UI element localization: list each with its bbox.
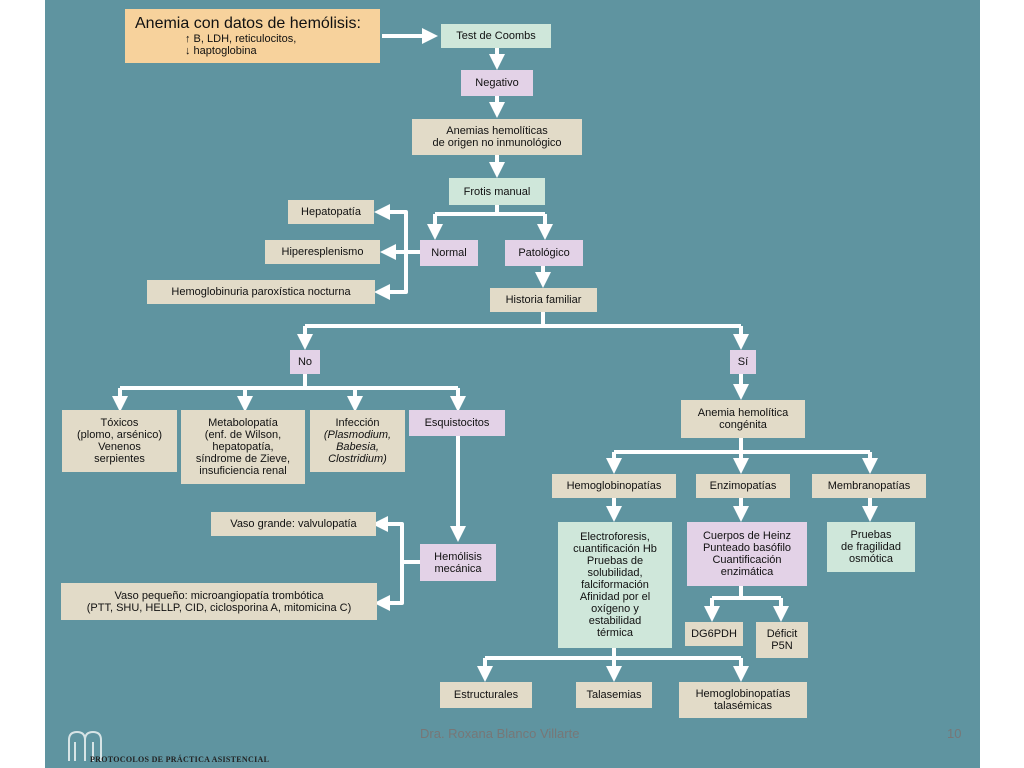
bracket-mecanica	[394, 522, 404, 605]
node-no-inmunologico: Anemias hemolíticas de origen no inmunol…	[412, 119, 582, 155]
node-vaso-pequeno: Vaso pequeño: microangiopatía trombótica…	[61, 583, 377, 620]
node-frotis-manual: Frotis manual	[449, 178, 545, 205]
node-hemoglobinuria: Hemoglobinuria paroxística nocturna	[147, 280, 375, 304]
node-membranopatias: Membranopatías	[812, 474, 926, 498]
node-negativo: Negativo	[461, 70, 533, 96]
node-test-coombs: Test de Coombs	[441, 24, 551, 48]
infeccion-body: (Plasmodium, Babesia, Clostridium)	[323, 429, 392, 465]
node-hb-talasemicas: Hemoglobinopatías talasémicas	[679, 682, 807, 718]
node-fragilidad-osmotica: Pruebas de fragilidad osmótica	[827, 522, 915, 572]
node-patologico: Patológico	[505, 240, 583, 266]
title-detail: ↑ B, LDH, reticulocitos, ↓ haptoglobina	[185, 33, 297, 57]
node-normal: Normal	[420, 240, 478, 266]
arrow-no-split	[118, 374, 460, 400]
node-vaso-grande: Vaso grande: valvulopatía	[211, 512, 376, 536]
node-metabolopatia: Metabolopatía (enf. de Wilson, hepatopat…	[181, 410, 305, 484]
logo-icon	[68, 730, 102, 761]
arrow-historia-split	[303, 312, 743, 340]
node-cuerpos-heinz: Cuerpos de Heinz Punteado basófilo Cuant…	[687, 522, 807, 586]
footer-author: Dra. Roxana Blanco Villarte	[420, 726, 580, 741]
infeccion-title: Infección	[335, 417, 380, 429]
node-estructurales: Estructurales	[440, 682, 532, 708]
logo-text: PROTOCOLOS DE PRÁCTICA ASISTENCIAL	[90, 755, 270, 764]
arrow-frotis-split	[433, 205, 545, 232]
node-talasemias: Talasemias	[576, 682, 652, 708]
node-hiperesplenismo: Hiperesplenismo	[265, 240, 380, 264]
node-esquistocitos: Esquistocitos	[409, 410, 505, 436]
node-enzimopatias: Enzimopatías	[696, 474, 790, 498]
node-historia-familiar: Historia familiar	[490, 288, 597, 312]
node-infeccion: Infección (Plasmodium, Babesia, Clostrid…	[310, 410, 405, 472]
title-text: Anemia con datos de hemólisis:	[135, 15, 361, 32]
node-si: Sí	[730, 350, 756, 374]
arrow-heinz-split	[710, 586, 783, 610]
node-deficit-p5n: Déficit P5N	[756, 622, 808, 658]
node-anemia-congenita: Anemia hemolítica congénita	[681, 400, 805, 438]
node-hemolisis-mecanica: Hemólisis mecánica	[420, 544, 496, 581]
node-hemoglobinopatias: Hemoglobinopatías	[552, 474, 676, 498]
node-hepatopatia: Hepatopatía	[288, 200, 374, 224]
title-box: Anemia con datos de hemólisis: ↑ B, LDH,…	[125, 9, 380, 63]
node-toxicos: Tóxicos (plomo, arsénico) Venenos serpie…	[62, 410, 177, 472]
node-no: No	[290, 350, 320, 374]
footer-page-number: 10	[947, 726, 962, 741]
node-dg6pdh: DG6PDH	[685, 622, 743, 646]
node-electroforesis: Electroforesis, cuantificación Hb Prueba…	[558, 522, 672, 648]
